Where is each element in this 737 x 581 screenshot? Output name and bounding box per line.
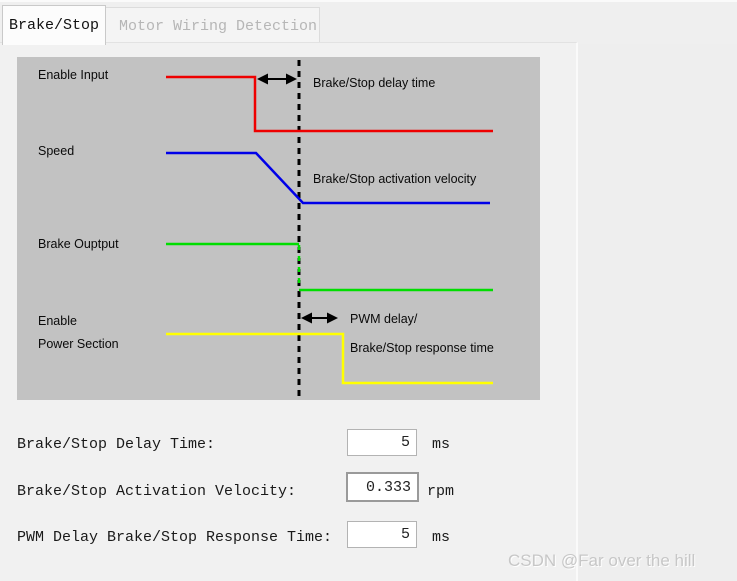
brake-stop-activation-velocity-unit: rpm — [427, 483, 455, 500]
enable-input-trace — [166, 75, 493, 133]
tab-brake-stop-label: Brake/Stop — [8, 17, 99, 34]
tab-motor-wiring-detection-label: Motor Wiring Detection — [119, 17, 318, 35]
brake-stop-activation-velocity-label: Brake/Stop Activation Velocity: — [17, 483, 297, 500]
brake-stop-delay-arrow-icon — [257, 73, 297, 85]
brake-stop-delay-time-unit: ms — [432, 436, 451, 453]
pwm-delay-response-time-unit: ms — [432, 529, 451, 546]
csdn-watermark: CSDN @Far over the hill — [508, 551, 696, 570]
enable-power-label-line1: Enable — [38, 314, 77, 328]
pwm-delay-response-time-input[interactable] — [347, 521, 417, 548]
tab-motor-wiring-detection[interactable]: Motor Wiring Detection — [105, 7, 320, 44]
brake-stop-activation-velocity-input[interactable] — [346, 472, 419, 502]
tab-bar: Motor Wiring Detection Brake/Stop — [0, 0, 737, 45]
tab-brake-stop[interactable]: Brake/Stop — [2, 5, 106, 45]
speed-label: Speed — [38, 144, 74, 158]
delay-time-annotation: Brake/Stop delay time — [313, 76, 435, 90]
power-section-trace — [166, 332, 493, 385]
enable-input-label: Enable Input — [38, 68, 109, 82]
brake-stop-delay-time-label: Brake/Stop Delay Time: — [17, 436, 216, 453]
timing-diagram-panel: Enable Input Speed Brake Ouptput Enable … — [17, 57, 540, 400]
activation-velocity-annotation: Brake/Stop activation velocity — [313, 172, 477, 186]
speed-trace — [166, 151, 490, 205]
enable-power-label-line2: Power Section — [38, 337, 119, 351]
response-time-annotation: Brake/Stop response time — [350, 341, 494, 355]
timing-diagram: Enable Input Speed Brake Ouptput Enable … — [38, 60, 494, 397]
brake-stop-delay-time-input[interactable] — [347, 429, 417, 456]
pwm-delay-annotation: PWM delay/ — [350, 312, 418, 326]
pwm-delay-response-time-label: PWM Delay Brake/Stop Response Time: — [17, 529, 333, 546]
brake-output-label: Brake Ouptput — [38, 237, 119, 251]
pwm-delay-arrow-icon — [301, 312, 338, 324]
